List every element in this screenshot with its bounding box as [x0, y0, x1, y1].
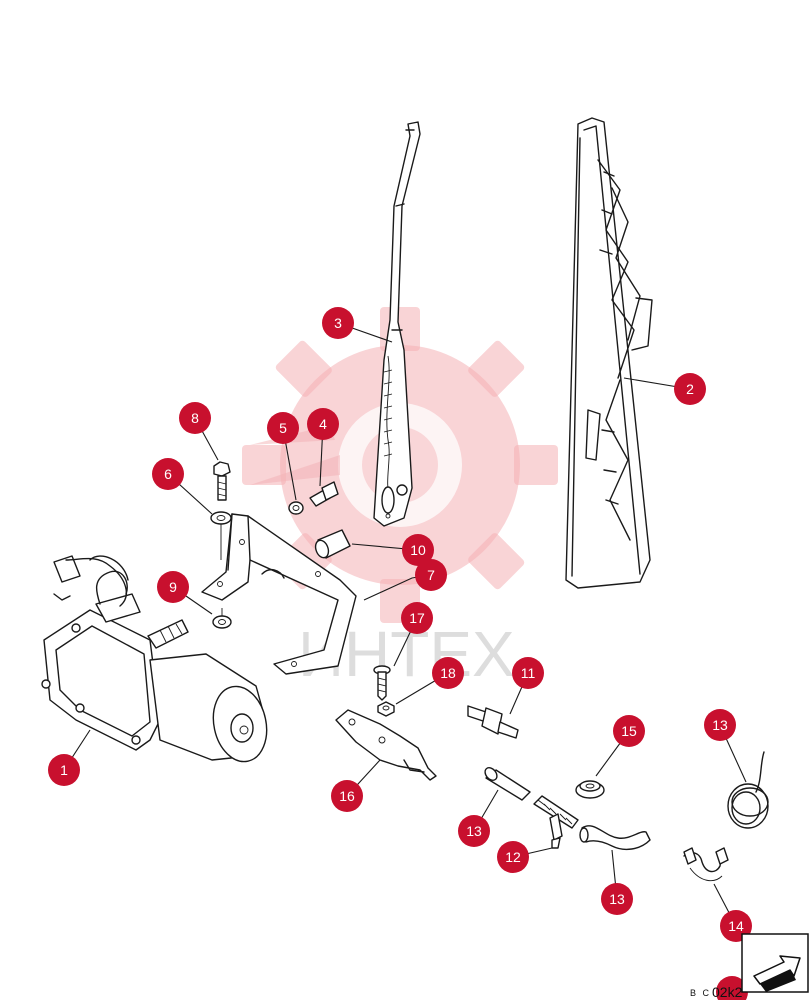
callout-17: 17 [401, 602, 433, 634]
drawing-code: 02k2 [712, 984, 743, 1000]
part-washer-small [288, 501, 304, 515]
svg-text:8: 8 [191, 410, 199, 426]
svg-text:2: 2 [686, 381, 694, 397]
svg-text:3: 3 [334, 315, 342, 331]
part-tee-connector [533, 795, 579, 849]
part-hose-curved [579, 825, 651, 851]
callout-13-hose-short: 13 [458, 815, 490, 847]
part-hose-clip [683, 847, 729, 882]
part-clamp [335, 709, 437, 781]
callout-11: 11 [512, 657, 544, 689]
callout-13-hose-coil: 13 [704, 709, 736, 741]
svg-text:1: 1 [60, 762, 68, 778]
part-screw [373, 665, 391, 701]
callout-12: 12 [497, 841, 529, 873]
part-bolt-small [309, 481, 339, 507]
callout-3: 3 [322, 307, 354, 339]
part-nut [377, 701, 395, 717]
svg-text:18: 18 [440, 665, 456, 681]
svg-text:13: 13 [712, 717, 728, 733]
svg-text:16: 16 [339, 788, 355, 804]
callout-16: 16 [331, 780, 363, 812]
part-bushing [314, 529, 351, 559]
svg-text:7: 7 [427, 567, 435, 583]
svg-text:5: 5 [279, 420, 287, 436]
svg-text:14: 14 [728, 918, 744, 934]
callout-4: 4 [307, 408, 339, 440]
part-grommet [575, 780, 605, 799]
svg-text:4: 4 [319, 416, 327, 432]
callout-9: 9 [157, 571, 189, 603]
part-bracket [201, 513, 357, 675]
callout-7: 7 [415, 559, 447, 591]
callout-18: 18 [432, 657, 464, 689]
svg-text:6: 6 [164, 466, 172, 482]
callout-10: 10 [402, 534, 434, 566]
callout-2: 2 [674, 373, 706, 405]
part-hose-coil [727, 751, 769, 829]
part-washer-6 [210, 511, 232, 525]
callout-badges: 1 2 3 4 5 6 7 8 9 10 11 12 13 13 13 14 1… [48, 307, 752, 942]
part-nozzle [467, 705, 519, 739]
svg-text:13: 13 [609, 891, 625, 907]
part-washer-9 [212, 615, 232, 629]
callout-5: 5 [267, 412, 299, 444]
part-hose-short [484, 767, 531, 801]
svg-text:11: 11 [521, 665, 536, 681]
drawing-code-prefix: B C [690, 988, 711, 998]
callout-8: 8 [179, 402, 211, 434]
svg-text:17: 17 [409, 610, 425, 626]
next-page-arrow-icon[interactable] [741, 933, 809, 993]
svg-text:9: 9 [169, 579, 177, 595]
callout-1: 1 [48, 754, 80, 786]
svg-text:12: 12 [505, 849, 521, 865]
svg-text:13: 13 [466, 823, 482, 839]
partial-badge [716, 976, 748, 1000]
svg-text:10: 10 [410, 542, 426, 558]
callout-13-hose-curved: 13 [601, 883, 633, 915]
part-wiper-blade [565, 117, 653, 589]
svg-text:15: 15 [621, 723, 637, 739]
callout-15: 15 [613, 715, 645, 747]
callout-6: 6 [152, 458, 184, 490]
part-wiper-arm [373, 121, 421, 527]
part-bolt-8 [213, 461, 231, 501]
part-wiper-motor [41, 555, 268, 763]
